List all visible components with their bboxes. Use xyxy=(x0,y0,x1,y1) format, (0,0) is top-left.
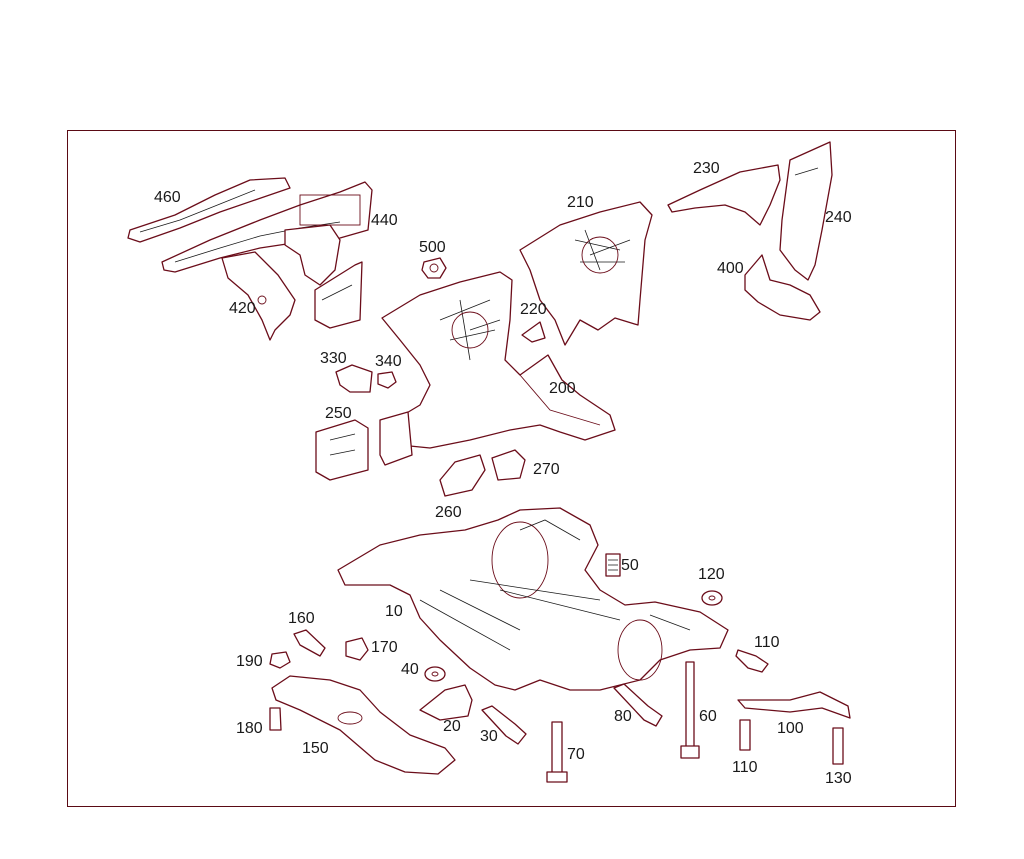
part-110-bolt-upper xyxy=(735,649,769,673)
callout-220: 220 xyxy=(520,301,547,318)
part-180-bolt xyxy=(269,707,282,731)
diagram-frame xyxy=(67,130,956,807)
part-270-plate xyxy=(491,449,526,481)
callout-30: 30 xyxy=(480,728,498,745)
callout-240: 240 xyxy=(825,209,852,226)
part-190-nut xyxy=(269,651,291,669)
part-150-plate xyxy=(271,675,456,775)
callout-labels: 460 440 420 500 210 230 240 400 220 330 … xyxy=(154,160,852,787)
part-250-blocks xyxy=(315,411,413,481)
part-400-bracket xyxy=(744,254,821,321)
callout-20: 20 xyxy=(443,718,461,735)
part-330-bracket xyxy=(335,364,373,393)
part-340-bolt xyxy=(377,371,397,389)
part-210-wheelhouse xyxy=(519,201,653,346)
part-120-washer xyxy=(701,590,723,606)
callout-400: 400 xyxy=(717,260,744,277)
callout-40: 40 xyxy=(401,661,419,678)
part-70-bolt xyxy=(546,721,568,783)
callout-210: 210 xyxy=(567,194,594,211)
part-100-bar xyxy=(737,691,851,719)
part-40-washer xyxy=(424,666,446,682)
callout-330: 330 xyxy=(320,350,347,367)
callout-130: 130 xyxy=(825,770,852,787)
part-110-bolt-lower xyxy=(739,719,751,751)
callout-160: 160 xyxy=(288,610,315,627)
part-20-bracket xyxy=(419,684,473,721)
callout-180: 180 xyxy=(236,720,263,737)
callout-100: 100 xyxy=(777,720,804,737)
callout-70: 70 xyxy=(567,746,585,763)
callout-230: 230 xyxy=(693,160,720,177)
callout-500: 500 xyxy=(419,239,446,256)
part-240-panel xyxy=(779,141,833,281)
part-80-bolt xyxy=(613,683,663,727)
callout-50: 50 xyxy=(621,557,639,574)
part-30-bolt xyxy=(481,705,527,745)
part-460-rail xyxy=(127,177,291,243)
callout-260: 260 xyxy=(435,504,462,521)
part-220-plate xyxy=(521,321,546,343)
callout-250: 250 xyxy=(325,405,352,422)
part-60-bolt xyxy=(680,661,700,759)
callout-190: 190 xyxy=(236,653,263,670)
callout-270: 270 xyxy=(533,461,560,478)
callout-80: 80 xyxy=(614,708,632,725)
callout-110-lower: 110 xyxy=(732,759,758,776)
part-230-cover xyxy=(667,164,781,226)
callout-420: 420 xyxy=(229,300,256,317)
callout-60: 60 xyxy=(699,708,717,725)
part-50-stud xyxy=(605,553,621,577)
callout-340: 340 xyxy=(375,353,402,370)
part-170-nut xyxy=(345,637,369,661)
callout-460: 460 xyxy=(154,189,181,206)
part-130-bolt xyxy=(832,727,844,765)
part-440-bracket xyxy=(284,224,363,329)
callout-10: 10 xyxy=(385,603,403,620)
callout-170: 170 xyxy=(371,639,398,656)
part-160-bolt xyxy=(293,629,326,657)
part-260-plate xyxy=(439,454,486,497)
callout-200: 200 xyxy=(549,380,576,397)
part-200-assembly xyxy=(381,271,616,449)
callout-110-upper: 110 xyxy=(754,634,780,651)
part-420-plate xyxy=(221,251,296,341)
callout-150: 150 xyxy=(302,740,329,757)
callout-440: 440 xyxy=(371,212,398,229)
part-500-nut xyxy=(421,257,447,279)
part-10-subframe xyxy=(337,507,729,691)
callout-120: 120 xyxy=(698,566,725,583)
